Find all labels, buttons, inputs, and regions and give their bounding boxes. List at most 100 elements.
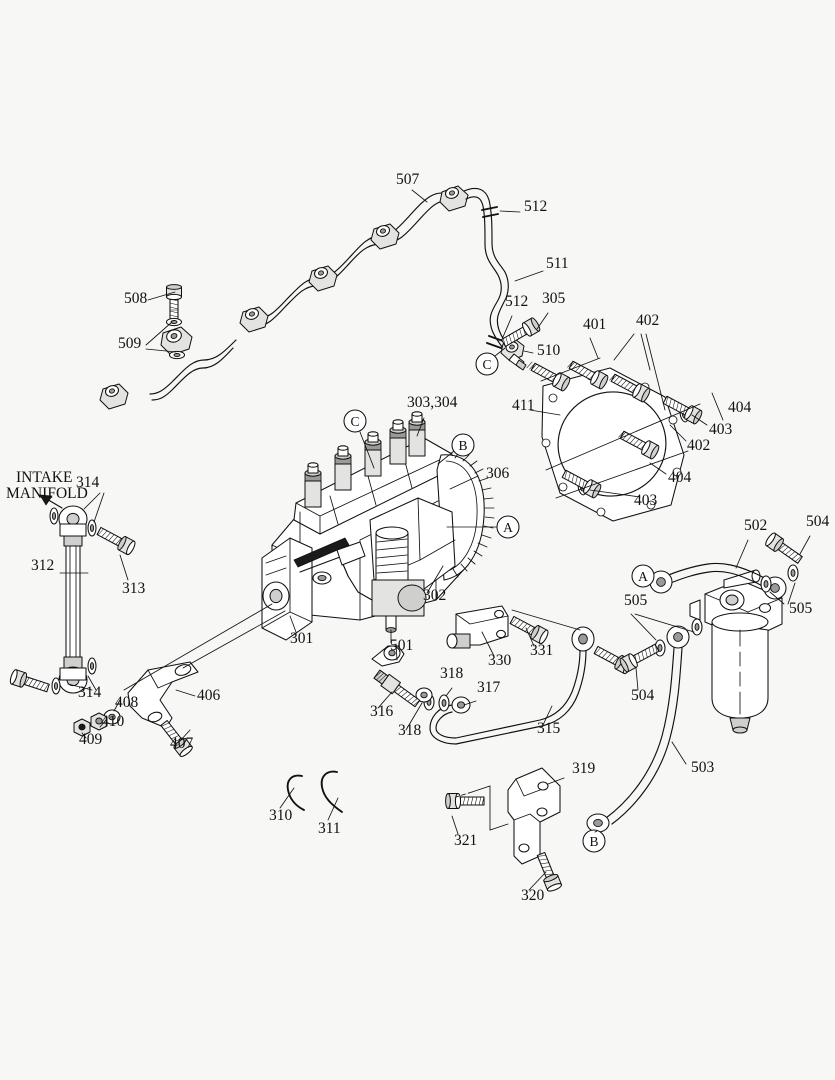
leader-314-lower [67, 675, 97, 691]
guide-401 [540, 357, 601, 382]
clamp-512-lower [486, 335, 504, 349]
leader-403a [691, 414, 708, 426]
callout-316: 316 [370, 703, 394, 720]
callout-401: 401 [583, 316, 606, 333]
leader-317 [463, 700, 477, 706]
callout-409: 409 [79, 731, 103, 748]
leader-508 [147, 291, 176, 301]
callout-511: 511 [546, 255, 569, 272]
callout-407: 407 [170, 735, 194, 752]
clamp-512-upper [481, 206, 499, 218]
leader-501 [395, 643, 398, 661]
callout-512a: 512 [524, 198, 547, 215]
gasket-505-r1 [787, 564, 799, 582]
hose-503-eye [666, 625, 690, 649]
leader-320 [528, 871, 547, 891]
callout-504a: 504 [806, 513, 830, 530]
part-group-bracket-319 [445, 767, 565, 894]
callout-321: 321 [454, 832, 477, 849]
spring-311 [320, 770, 343, 813]
spring-310 [286, 774, 305, 811]
callout-312: 312 [31, 557, 54, 574]
callout-404b: 404 [668, 469, 692, 486]
leader-303-304 [416, 417, 425, 437]
guide-404 [545, 403, 701, 471]
hose-503-bottom-eye [586, 813, 610, 833]
joint-317 [451, 696, 471, 714]
leader-403b [589, 489, 641, 498]
washer-318-c [415, 687, 433, 703]
pipe-union [308, 265, 338, 292]
pipe-junction-eye [160, 326, 193, 356]
leader-408 [113, 699, 121, 712]
callout-502: 502 [744, 517, 767, 534]
label-intake-manifold-line1: INTAKE [16, 469, 72, 486]
pipe-315-eye [571, 626, 595, 652]
leader-504-lower [635, 667, 639, 691]
mark-a-filter-label: A [638, 569, 648, 584]
mark-a-pump-label: A [503, 520, 513, 535]
pipe-end-eye [99, 383, 129, 410]
mark-b-hose: B [582, 829, 606, 853]
callout-403b: 403 [634, 492, 658, 509]
bolt-402-c [618, 430, 661, 461]
bolt-508 [165, 284, 183, 325]
leader-512-upper [499, 210, 521, 213]
leader-503 [671, 741, 687, 765]
pipe-union [370, 223, 400, 250]
callout-labels: INTAKE MANIFOLD 507 512 511 508 509 512 … [6, 171, 830, 904]
gasket-318-a [438, 694, 450, 712]
part-group-springs [279, 770, 343, 821]
leader-318b [405, 702, 423, 731]
part-group-bracket-406 [73, 603, 286, 759]
callout-314a: 314 [76, 474, 100, 491]
leader-409 [81, 732, 87, 739]
leader-504-upper [799, 535, 811, 555]
mark-c-top: C [475, 352, 499, 376]
part-group-injection-pipes [99, 185, 469, 410]
callout-311: 311 [318, 820, 341, 837]
part-group-gear-cover [526, 333, 724, 522]
leader-319 [547, 777, 565, 785]
callout-411: 411 [512, 397, 535, 414]
mark-a-pump: A [496, 515, 520, 539]
pipe-union [239, 306, 269, 333]
callout-505a: 505 [624, 592, 648, 609]
callout-318b: 318 [398, 722, 422, 739]
callout-302: 302 [423, 587, 446, 604]
part-group-left-fuel-pipe [8, 492, 138, 695]
callout-315: 315 [537, 720, 561, 737]
nut-410 [90, 712, 108, 731]
gasket-509-lower [168, 350, 186, 360]
part-group-bracket-330 [446, 605, 581, 657]
leader-509a [145, 321, 173, 346]
mark-b-pump-label: B [458, 438, 467, 453]
callout-402a: 402 [636, 312, 659, 329]
mark-a-filter: A [631, 564, 655, 588]
leader-331 [525, 627, 535, 647]
leader-mark-b-pump [437, 450, 455, 465]
guide-402c [555, 450, 689, 499]
part-group-return-hose: C [463, 187, 549, 376]
leader-mark-b-hose [594, 830, 598, 833]
part-group-injection-pump: C B A [261, 409, 520, 641]
guide-330-to-eye [511, 609, 581, 631]
callout-313: 313 [122, 580, 146, 597]
leader-407 [179, 729, 191, 742]
callout-319: 319 [572, 760, 596, 777]
leader-505-right [769, 582, 796, 605]
bolt-401 [526, 361, 572, 393]
gasket-314-lb [51, 677, 61, 695]
eye-lower-312 [58, 666, 88, 694]
callout-314b: 314 [78, 684, 102, 701]
callout-305: 305 [542, 290, 566, 307]
leader-318a [445, 687, 453, 697]
leader-306 [449, 475, 479, 490]
callout-320: 320 [521, 887, 545, 904]
leader-507 [411, 189, 428, 203]
leader-mark-c-pump [359, 431, 375, 469]
mark-b-pump: B [451, 433, 475, 457]
leader-316 [377, 691, 393, 709]
